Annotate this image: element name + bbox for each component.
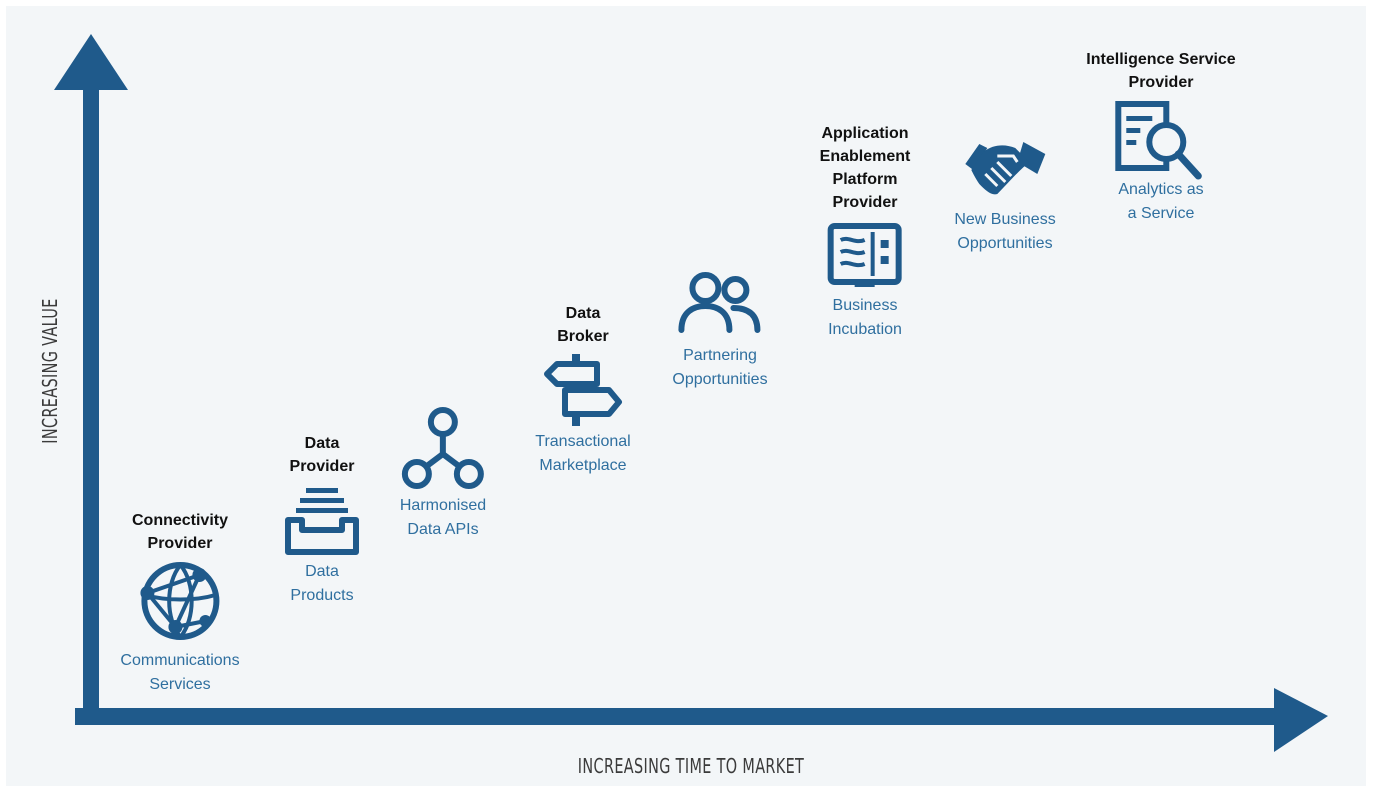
role-label: Data Broker	[557, 305, 609, 345]
x-axis-arrowhead	[1274, 688, 1328, 752]
people-icon	[677, 272, 760, 333]
service-label: New Business Opportunities	[954, 211, 1056, 252]
role-label: Application Enablement Platform Provider	[819, 125, 911, 211]
stage-application-enablement-platform-provider: Application Enablement Platform Provider…	[820, 122, 911, 342]
role-label: Intelligence Service Provider	[1086, 51, 1236, 91]
service-label: Partnering Opportunities	[672, 347, 768, 388]
stage-data-broker: Data Broker Transactional Marketplace	[535, 302, 631, 478]
service-label: Communications Services	[120, 652, 240, 693]
stage-harmonised-data-apis: Harmonised Data APIs	[400, 406, 486, 542]
service-label: Analytics as a Service	[1118, 181, 1204, 222]
inbox-tray-icon	[285, 488, 359, 555]
role-label: Connectivity Provider	[131, 512, 228, 552]
y-axis-arrowhead	[54, 34, 128, 90]
y-axis-title: INCREASING VALUE	[38, 298, 62, 444]
y-axis	[54, 34, 128, 724]
service-label: Business Incubation	[828, 297, 902, 338]
service-label: Transactional Marketplace	[535, 433, 631, 474]
service-label: Harmonised Data APIs	[399, 497, 487, 538]
stage-intelligence-service-provider: Intelligence Service Provider Analytics …	[1086, 48, 1235, 226]
service-label: Data Products	[290, 563, 354, 604]
signpost-icon	[544, 354, 622, 426]
handshake-icon	[965, 142, 1045, 195]
stage-new-business-opportunities: New Business Opportunities	[954, 134, 1056, 256]
stage-data-provider: Data Provider Data Products	[282, 432, 362, 608]
node-graph-icon	[401, 407, 484, 489]
x-axis-title: INCREASING TIME TO MARKET	[577, 754, 805, 778]
axes	[54, 34, 1328, 752]
stage-connectivity-provider: Connectivity Provider Communications Ser…	[120, 509, 239, 697]
role-label: Data Provider	[289, 435, 355, 475]
x-axis	[75, 688, 1328, 752]
stage-partnering-opportunities: Partnering Opportunities	[672, 268, 768, 392]
oven-icon	[828, 223, 902, 287]
globe-network-icon	[140, 562, 219, 640]
document-search-icon	[1115, 101, 1202, 180]
diagram-canvas: INCREASING VALUE INCREASING TIME TO MARK…	[6, 6, 1366, 786]
